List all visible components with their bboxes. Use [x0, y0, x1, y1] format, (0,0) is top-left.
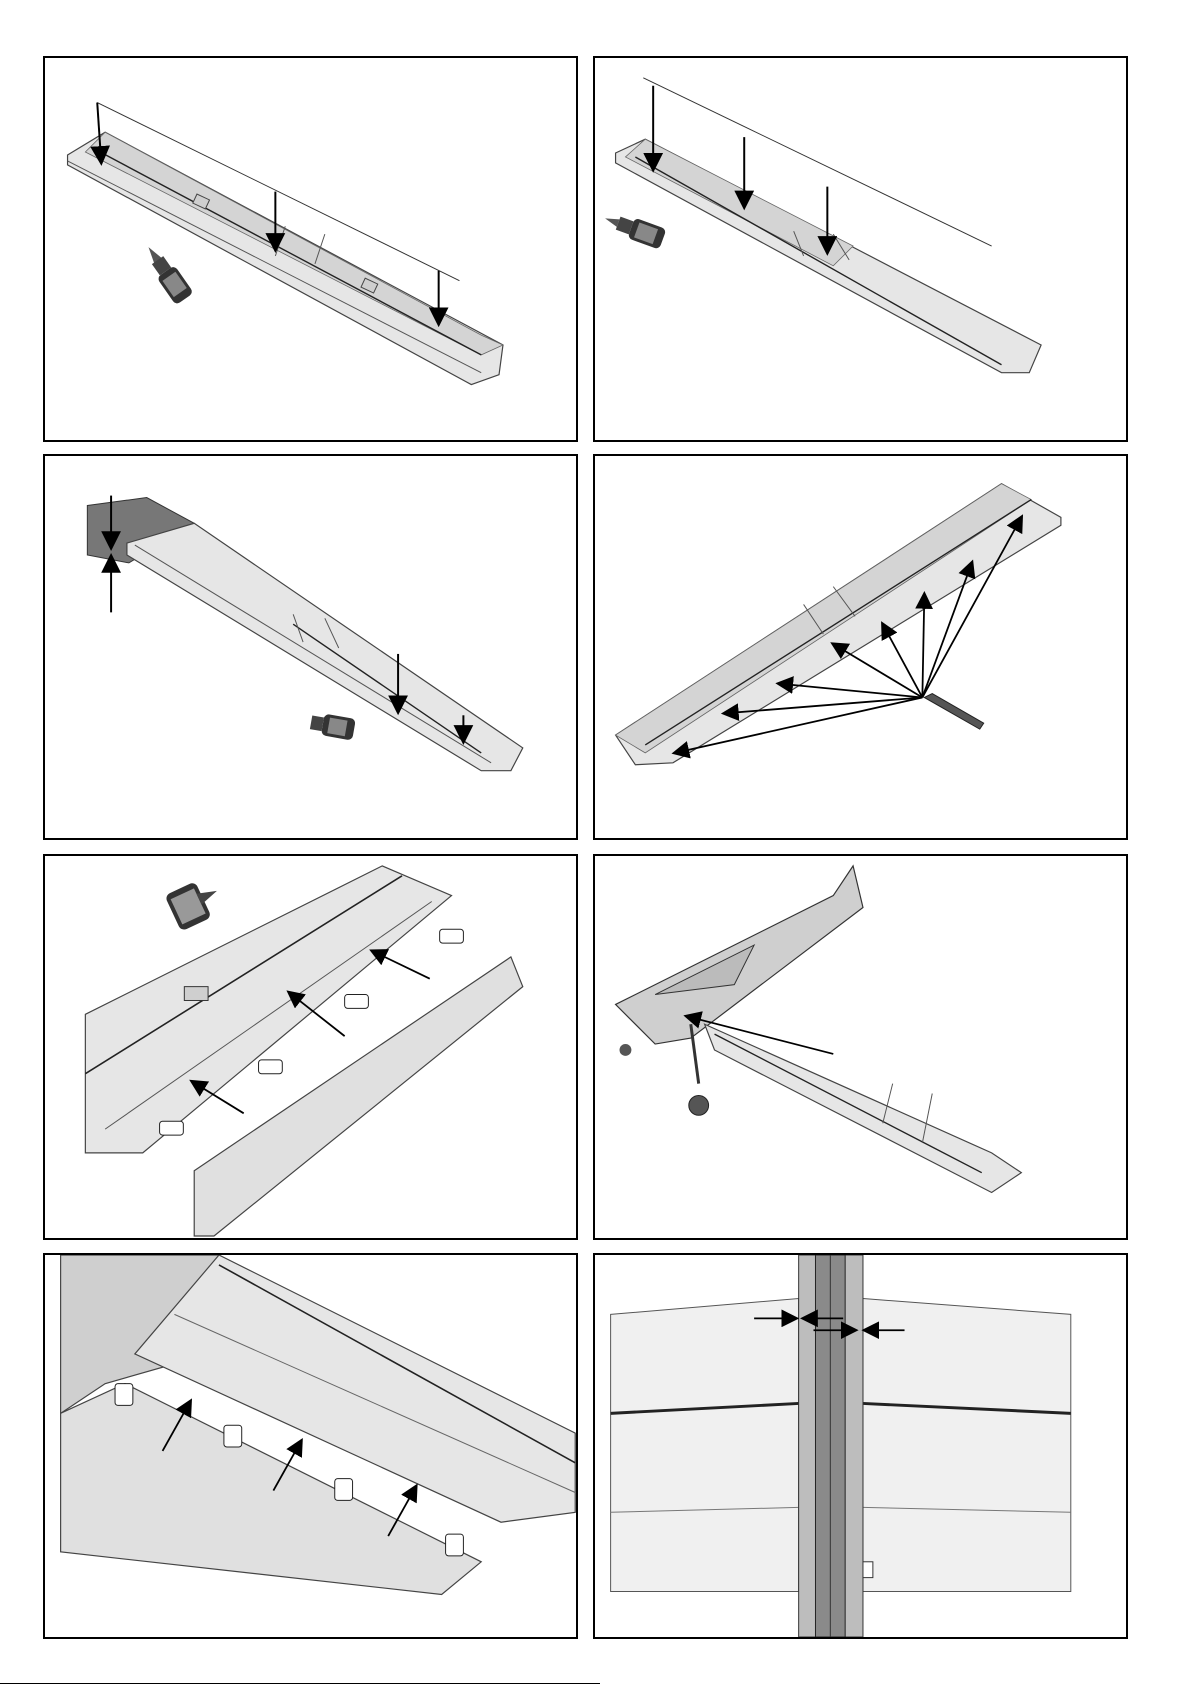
aileron-hinge-closeup-illustration	[45, 1255, 576, 1637]
hinge-tool-icon	[924, 694, 983, 730]
footer-rule	[0, 1683, 600, 1684]
instruction-panel-1	[43, 56, 578, 442]
wing-tip-glue-illustration	[45, 58, 576, 440]
aileron-hinge-illustration	[45, 856, 576, 1238]
glue-bottle-icon	[165, 875, 227, 932]
instruction-panel-2	[593, 56, 1128, 442]
glue-bottle-icon	[140, 241, 194, 305]
instruction-panel-7	[43, 1253, 578, 1639]
glue-bottle-icon	[601, 208, 666, 249]
instruction-panel-3	[43, 454, 578, 840]
instruction-panel-8	[593, 1253, 1128, 1639]
instruction-panel-5	[43, 854, 578, 1240]
hinge-slot-insert-illustration	[595, 456, 1126, 838]
glue-bottle-icon	[309, 712, 356, 741]
wing-root-press-illustration	[45, 456, 576, 838]
center-alignment-illustration	[595, 1255, 1126, 1637]
instruction-panel-4	[593, 454, 1128, 840]
wing-spar-glue-illustration	[595, 58, 1126, 440]
wing-fuselage-fit-illustration	[595, 856, 1126, 1238]
instruction-panel-6	[593, 854, 1128, 1240]
